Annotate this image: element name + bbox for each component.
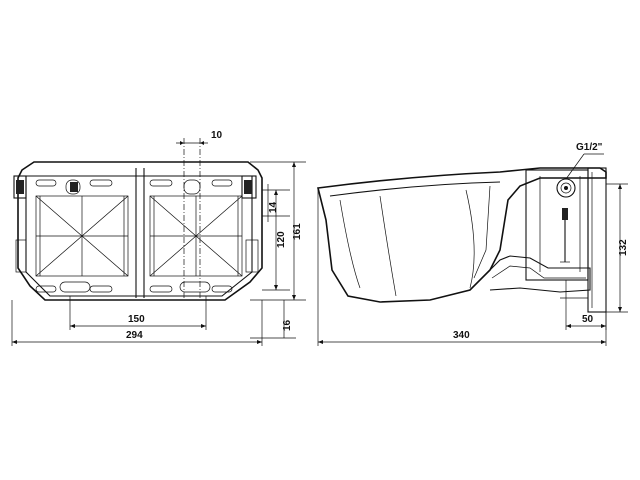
left-lug (13, 175, 27, 273)
dim-total-length: 340 (453, 330, 470, 341)
inlet-fitting (556, 178, 576, 198)
dim-mount-spacing: 150 (128, 314, 145, 325)
front-view (13, 138, 263, 301)
right-panel-ribs (149, 195, 243, 277)
dim-bracket-height: 132 (618, 239, 629, 256)
left-panel-ribs (35, 195, 129, 277)
side-view (317, 167, 607, 313)
dim-total-height: 161 (292, 223, 303, 240)
dim-total-width: 294 (126, 330, 143, 341)
side-dimensions: G1/2" 340 50 132 (317, 142, 629, 346)
dim-top-offset: 14 (268, 201, 279, 213)
dim-bracket-depth: 50 (582, 314, 594, 325)
dim-slot-width: 10 (211, 130, 223, 141)
valve-stem (562, 208, 568, 220)
dim-bottom-offset: 16 (282, 319, 293, 331)
left-panel-slots (35, 179, 113, 293)
dim-inner-height: 120 (276, 231, 287, 248)
thread-label: G1/2" (576, 142, 603, 153)
wall-bracket (587, 167, 607, 313)
center-bolt (70, 182, 78, 192)
right-lug (241, 175, 259, 273)
front-dimensions: 10 14 120 161 16 150 (11, 130, 306, 346)
